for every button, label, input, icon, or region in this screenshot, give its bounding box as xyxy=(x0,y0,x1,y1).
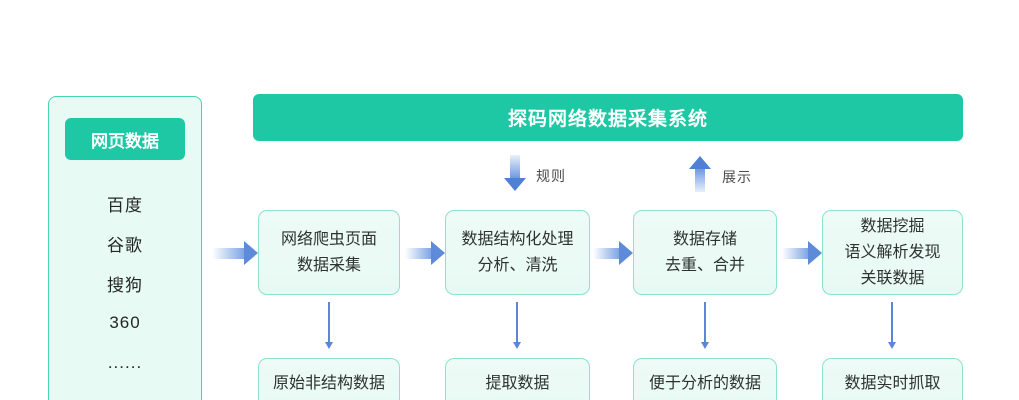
source-list: 百度 谷歌 搜狗 360 ...... xyxy=(49,183,201,383)
source-panel-title: 网页数据 xyxy=(65,118,185,160)
flow-arrow-right-icon xyxy=(212,241,258,265)
output-arrow-down-icon xyxy=(699,302,711,349)
flow-arrow-right-icon xyxy=(782,241,822,265)
rules-label: 规则 xyxy=(536,168,566,184)
output-arrow-down-icon xyxy=(886,302,898,349)
system-banner-title: 探码网络数据采集系统 xyxy=(253,94,963,141)
output-box-realtime-capture: 数据实时抓取 xyxy=(822,358,963,400)
step-box-mining: 数据挖掘 语义解析发现 关联数据 xyxy=(822,210,963,295)
output-box-analyzable-data: 便于分析的数据 xyxy=(633,358,777,400)
arrow-head xyxy=(431,241,445,265)
output-box-raw-data: 原始非结构数据 xyxy=(258,358,400,400)
output-box-extracted-data: 提取数据 xyxy=(445,358,590,400)
arrow-head xyxy=(701,342,709,349)
display-up-arrow-icon xyxy=(689,156,711,192)
arrow-line xyxy=(891,302,893,342)
arrow-shaft xyxy=(782,247,808,259)
arrow-shaft xyxy=(593,247,619,259)
rules-down-arrow-icon xyxy=(504,155,526,191)
arrow-shaft xyxy=(212,247,244,259)
arrow-head xyxy=(808,241,822,265)
output-arrow-down-icon xyxy=(511,302,523,349)
arrow-head xyxy=(513,342,521,349)
source-panel: 网页数据 百度 谷歌 搜狗 360 ...... xyxy=(48,96,202,400)
arrow-head xyxy=(689,156,711,169)
arrow-head xyxy=(244,241,258,265)
step-box-storage: 数据存储 去重、合并 xyxy=(633,210,777,295)
arrow-head xyxy=(619,241,633,265)
arrow-shaft xyxy=(510,155,520,178)
arrow-head xyxy=(504,178,526,191)
step-box-structuring: 数据结构化处理 分析、清洗 xyxy=(445,210,590,295)
list-item-baidu: 百度 xyxy=(107,195,143,215)
arrow-shaft xyxy=(695,169,705,192)
display-label: 展示 xyxy=(722,169,752,185)
output-arrow-down-icon xyxy=(323,302,335,349)
arrow-line xyxy=(704,302,706,342)
list-item-sogou: 搜狗 xyxy=(107,275,143,295)
arrow-line xyxy=(516,302,518,342)
arrow-head xyxy=(888,342,896,349)
arrow-head xyxy=(325,342,333,349)
list-item-more: ...... xyxy=(107,353,143,372)
arrow-line xyxy=(328,302,330,342)
step-box-crawl: 网络爬虫页面 数据采集 xyxy=(258,210,400,295)
flow-arrow-right-icon xyxy=(405,241,445,265)
arrow-shaft xyxy=(405,247,431,259)
list-item-google: 谷歌 xyxy=(107,235,143,255)
flow-arrow-right-icon xyxy=(593,241,633,265)
list-item-360: 360 xyxy=(109,313,141,332)
